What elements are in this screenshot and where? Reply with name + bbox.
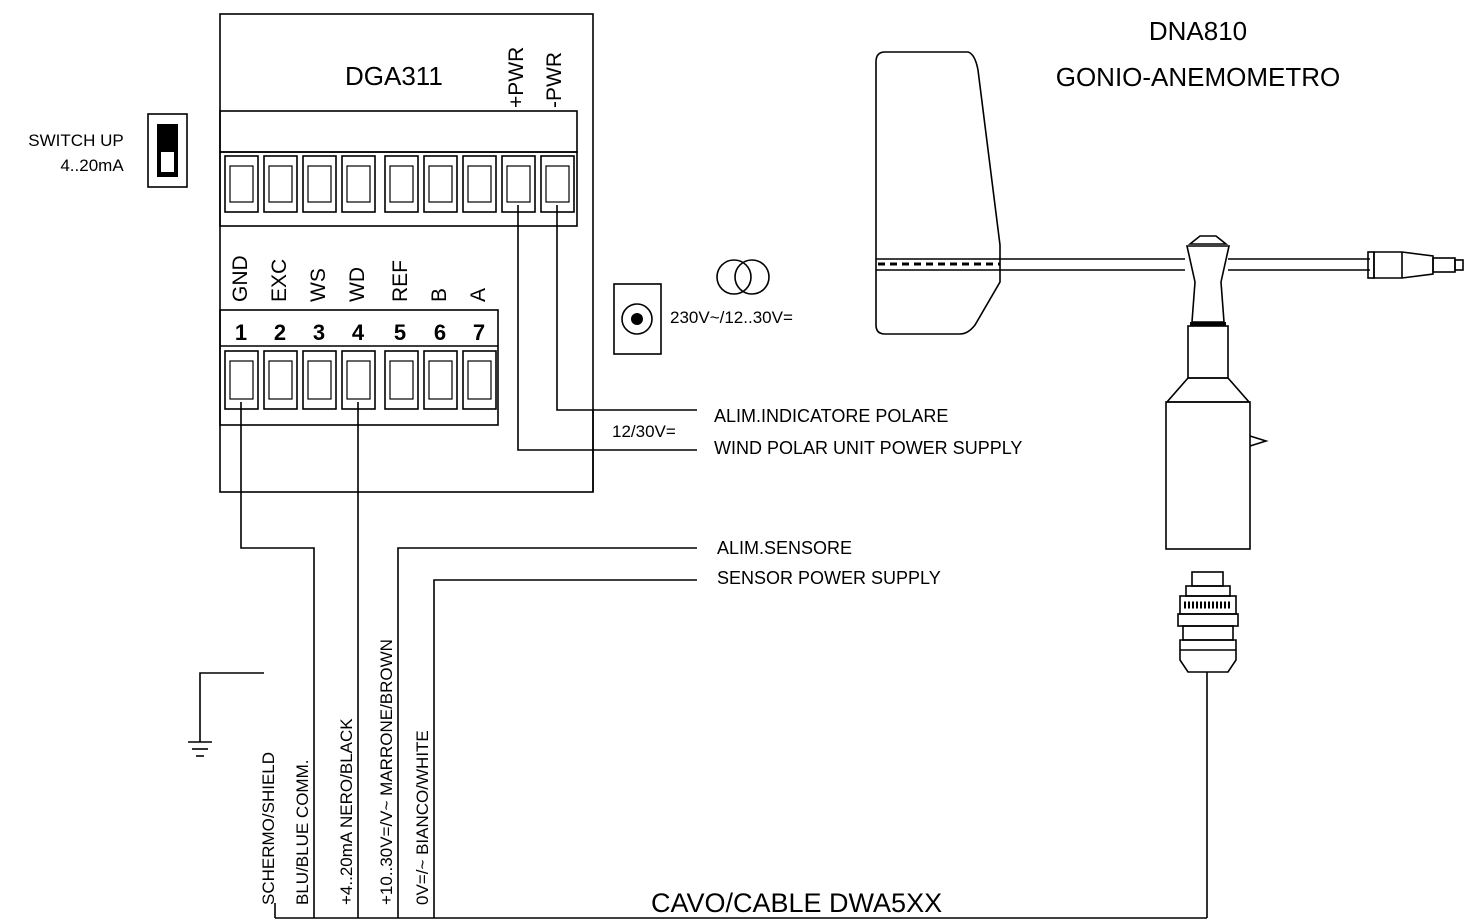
transformer: 230V~/12..30V= xyxy=(613,259,793,355)
upper-terminal-2 xyxy=(263,155,298,213)
terminal-number-1: 1 xyxy=(235,320,247,345)
supply-label-en: WIND POLAR UNIT POWER SUPPLY xyxy=(714,438,1022,458)
upper-terminal-7 xyxy=(462,155,497,213)
upper-terminal-pwr-plus xyxy=(501,155,536,213)
counterweight xyxy=(1373,251,1434,279)
terminal-name-ref: REF xyxy=(389,260,412,302)
terminal-number-6: 6 xyxy=(434,320,446,345)
wire-label-brown: +10..30V=/V~ MARRONE/BROWN xyxy=(377,639,396,905)
transformer-coil-right xyxy=(734,259,770,295)
terminal-name-wd: WD xyxy=(346,267,369,302)
upper-terminal-5 xyxy=(384,155,419,213)
terminal-name-ws: WS xyxy=(307,268,330,302)
lower-terminal-7 xyxy=(462,350,497,410)
upper-terminals xyxy=(224,155,575,213)
terminal-numbers: 1 2 3 4 5 6 7 xyxy=(235,320,485,345)
upper-terminal-pwr-minus xyxy=(540,155,575,213)
terminal-number-7: 7 xyxy=(473,320,485,345)
lower-terminal-5 xyxy=(384,350,419,410)
upper-terminal-1 xyxy=(224,155,259,213)
terminal-name-exc: EXC xyxy=(268,259,291,302)
lower-terminal-block xyxy=(219,309,499,426)
terminal-name-gnd: GND xyxy=(229,255,252,302)
terminal-number-3: 3 xyxy=(313,320,325,345)
wire-label-white: 0V=/~ BIANCO/WHITE xyxy=(413,730,432,905)
upper-strip-cover xyxy=(219,110,578,153)
lower-terminal-4 xyxy=(341,350,376,410)
supply-label-it: ALIM.INDICATORE POLARE xyxy=(714,406,948,426)
transformer-label: 230V~/12..30V= xyxy=(670,308,793,327)
wire-label-shield: SCHERMO/SHIELD xyxy=(259,752,278,905)
ground-icon xyxy=(188,672,264,757)
upper-terminal-block xyxy=(219,151,578,227)
transformer-coil-left xyxy=(716,259,752,295)
sensor-supply-label-it: ALIM.SENSORE xyxy=(717,538,852,558)
upper-terminal-3 xyxy=(302,155,337,213)
pwr-minus-label: -PWR xyxy=(543,52,566,108)
lower-terminal-2 xyxy=(263,350,298,410)
pwr-wires: 12/30V= ALIM.INDICATORE POLARE WIND POLA… xyxy=(517,205,1022,492)
terminal-number-5: 5 xyxy=(394,320,406,345)
supply-voltage-label: 12/30V= xyxy=(612,422,676,441)
sensor-model-label: DNA810 xyxy=(1149,16,1247,46)
terminal-number-4: 4 xyxy=(352,320,365,345)
dga311-enclosure xyxy=(219,13,594,493)
cable-wires xyxy=(240,402,1208,919)
dip-switch: SWITCH UP 4..20mA xyxy=(28,113,188,188)
sensor-name-label: GONIO-ANEMOMETRO xyxy=(1056,62,1341,92)
anemometer-drawing xyxy=(875,51,1464,673)
terminal-name-labels: GND EXC WS WD REF B A xyxy=(229,255,490,302)
dga311-model-label: DGA311 xyxy=(345,61,443,91)
sensor-supply-label-en: SENSOR POWER SUPPLY xyxy=(717,568,941,588)
terminal-name-a: A xyxy=(467,288,490,302)
dga311-unit: DGA311 +PWR -PWR GND EXC WS WD REF B A xyxy=(219,13,594,493)
upper-terminal-6 xyxy=(423,155,458,213)
cable-connector xyxy=(1177,571,1239,673)
wire-label-black: +4..20mA NERO/BLACK xyxy=(337,718,356,905)
wire-labels: SCHERMO/SHIELD BLU/BLUE COMM. +4..20mA N… xyxy=(259,639,432,905)
cable-label: CAVO/CABLE DWA5XX xyxy=(651,888,942,918)
switch-label-line1: SWITCH UP xyxy=(28,131,123,150)
wind-vane-fin xyxy=(875,51,1001,335)
upper-terminal-4 xyxy=(341,155,376,213)
terminal-number-2: 2 xyxy=(274,320,286,345)
pwr-plus-label: +PWR xyxy=(505,47,528,108)
sensor-hub xyxy=(1186,245,1230,323)
sensor-body xyxy=(1165,401,1251,550)
terminal-name-b: B xyxy=(428,288,451,302)
lower-terminal-1 xyxy=(224,350,259,410)
switch-label-line2: 4..20mA xyxy=(60,156,124,175)
lower-terminal-3 xyxy=(302,350,337,410)
power-socket xyxy=(613,283,662,355)
lower-terminals xyxy=(224,350,497,410)
lower-terminal-6 xyxy=(423,350,458,410)
wire-label-blue: BLU/BLUE COMM. xyxy=(293,760,312,905)
